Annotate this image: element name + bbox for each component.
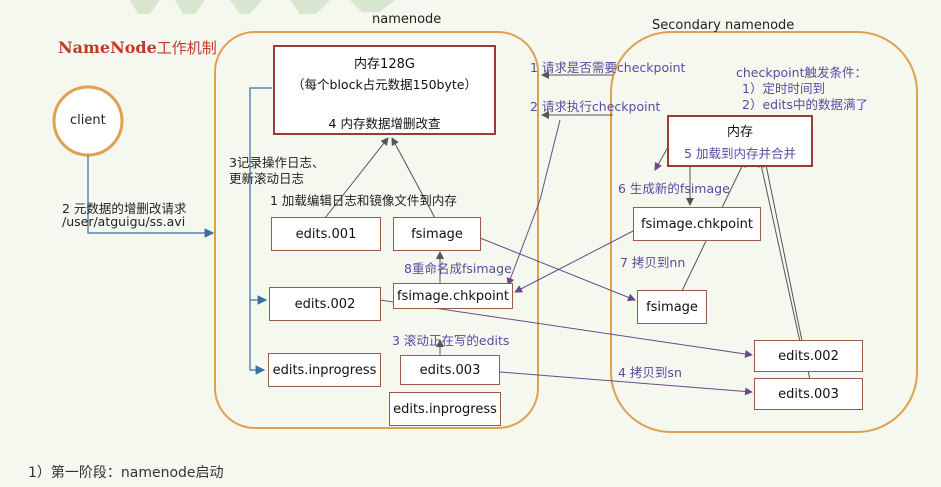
checkpoint-condition-2: 2）edits中的数据满了: [742, 97, 868, 112]
sn-edits-002-box: edits.002: [754, 340, 863, 372]
nn-edits-inprogress-left-box: edits.inprogress: [268, 353, 381, 387]
nn-edits-inprogress-right-box: edits.inprogress: [389, 392, 501, 426]
nn-edits-002-box: edits.002: [269, 287, 381, 321]
nn-fsimage-ckpt-box: fsimage.chkpoint: [393, 283, 513, 309]
footer-stage-note: 1）第一阶段：namenode启动: [28, 465, 224, 481]
namenode-container: [214, 31, 539, 429]
sn-memory-box: 内存 5 加载到内存并合并: [667, 115, 813, 167]
sn-memory-title: 内存: [726, 124, 753, 140]
load-note: 1 加载编辑日志和镜像文件到内存: [270, 193, 457, 208]
memory-crud: 4 内存数据增删改查: [328, 116, 441, 131]
top-decoration: [130, 0, 395, 14]
nn-edits-001-box: edits.001: [271, 217, 381, 251]
log-note-line1: 3记录操作日志、: [229, 155, 325, 170]
rename-note: 8重命名成fsimage: [404, 261, 512, 276]
request-checkpoint-needed: 1 请求是否需要checkpoint: [530, 60, 686, 75]
copy-to-nn-note: 7 拷贝到nn: [620, 255, 686, 270]
page-title: NameNode工作机制: [58, 37, 217, 58]
nn-fsimage-box: fsimage: [393, 217, 481, 251]
copy-to-sn-note: 4 拷贝到sn: [618, 365, 682, 380]
namenode-label: namenode: [372, 12, 442, 27]
log-note-line2: 更新滚动日志: [229, 171, 305, 186]
memory-per-block: （每个block占元数据150byte）: [292, 77, 477, 92]
client-request-line2: /user/atguigu/ss.avi: [62, 214, 186, 229]
nn-edits-003-box: edits.003: [400, 355, 500, 385]
namenode-memory-box: 内存128G （每个block占元数据150byte） 4 内存数据增删改查: [273, 45, 496, 135]
secondary-namenode-label: Secondary namenode: [652, 18, 795, 33]
title-cn: 工作机制: [156, 39, 217, 57]
sn-memory-merge: 5 加载到内存并合并: [684, 145, 796, 161]
checkpoint-condition-title: checkpoint触发条件：: [736, 65, 867, 80]
sn-fsimage-ckpt-box: fsimage.chkpoint: [633, 207, 761, 241]
memory-size: 内存128G: [354, 57, 415, 72]
secondary-container: [610, 31, 918, 433]
sn-edits-003-box: edits.003: [754, 378, 863, 410]
sn-fsimage-box: fsimage: [637, 290, 707, 324]
request-execute-checkpoint: 2 请求执行checkpoint: [530, 99, 661, 114]
client-label: client: [70, 113, 106, 128]
roll-note: 3 滚动正在写的edits: [392, 333, 510, 348]
title-en: NameNode: [58, 38, 157, 57]
client-request-line1: 2 元数据的增删改请求: [62, 201, 187, 216]
checkpoint-condition-1: 1）定时时间到: [742, 81, 825, 96]
generate-fsimage-note: 6 生成新的fsimage: [618, 181, 730, 196]
